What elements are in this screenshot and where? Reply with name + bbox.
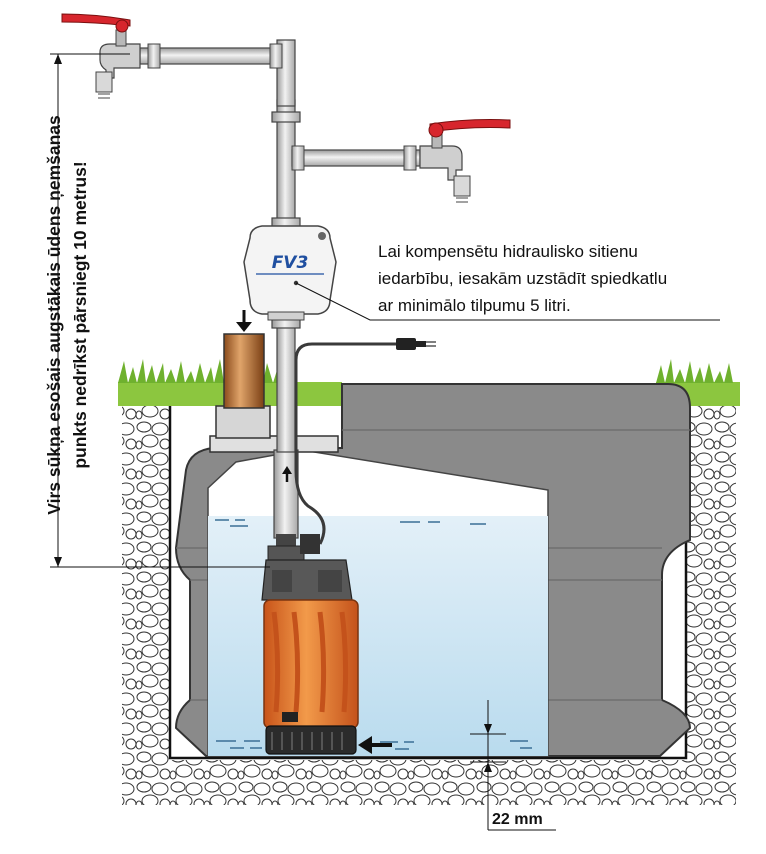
pressure-vessel: FV3	[243, 225, 337, 321]
lower-faucet	[291, 119, 511, 203]
pressure-vessel-note: Lai kompensētu hidraulisko sitienu iedar…	[378, 238, 738, 319]
callout-leader	[295, 282, 720, 321]
inflow-arrow	[358, 736, 392, 754]
warning-line-2: punkts nedrīkst pārsniegt 10 metrus!	[70, 161, 90, 469]
gravel-pit	[122, 395, 736, 805]
note-line-1: Lai kompensētu hidraulisko sitienu	[378, 242, 638, 261]
vessel-brand-label: FV3	[272, 253, 309, 273]
upper-faucet	[61, 13, 283, 99]
note-line-2: iedarbību, iesakām uzstādīt spiedkatlu	[378, 269, 668, 288]
discharge-pipe	[271, 39, 301, 539]
note-line-3: ar minimālo tilpumu 5 litri.	[378, 296, 571, 315]
height-warning-text: Virs sūkņa esošais augstākais ūdens ņemš…	[41, 60, 93, 570]
submersible-pump	[261, 534, 359, 755]
clearance-label: 22 mm	[492, 811, 543, 828]
height-dimension	[50, 53, 270, 568]
power-cable	[294, 338, 436, 545]
warning-line-1: Virs sūkņa esošais augstākais ūdens ņemš…	[44, 115, 64, 515]
clearance-dimension	[470, 700, 556, 831]
height-warning: Virs sūkņa esošais augstākais ūdens ņemš…	[12, 60, 122, 570]
